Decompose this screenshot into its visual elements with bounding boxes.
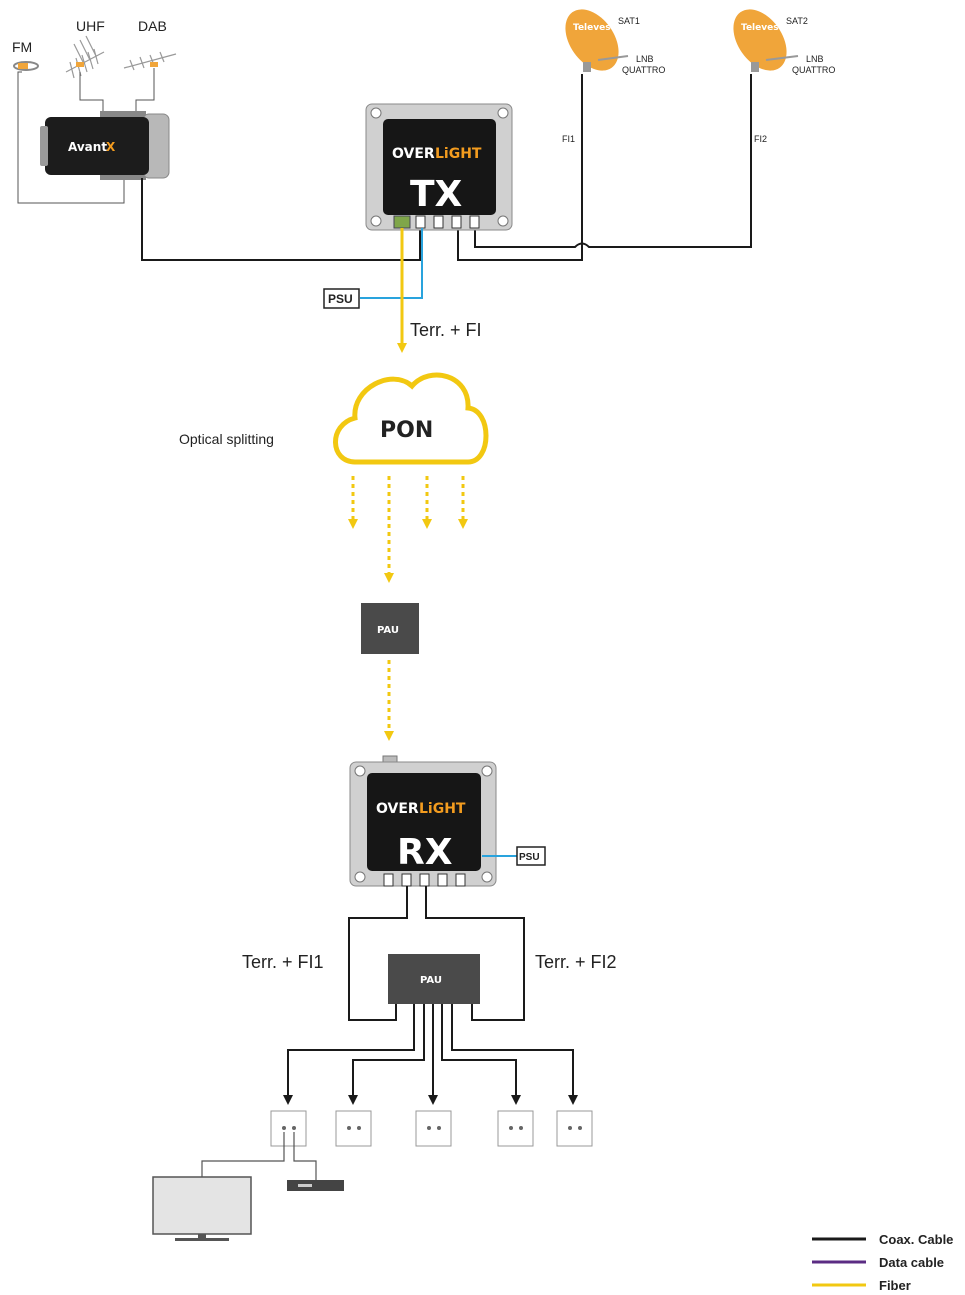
- sat-dish-2-icon: Televes: [733, 9, 799, 72]
- dab-antenna-icon: [123, 51, 177, 71]
- dish2-lnb-line1: LNB: [806, 54, 824, 64]
- rx-brand-over: OVER: [376, 801, 419, 817]
- tv-connection-cables: [201, 1132, 317, 1180]
- pau-top-label: PAU: [377, 625, 399, 636]
- antenna-cables: [17, 68, 155, 204]
- tx-psu-label: PSU: [328, 292, 353, 306]
- dab-label: DAB: [138, 18, 167, 34]
- rx-psu-box: [516, 846, 546, 866]
- legend-label-fiber: Fiber: [879, 1278, 911, 1293]
- rx-right-label: Terr. + FI2: [535, 952, 617, 972]
- optical-splitting-label: Optical splitting: [179, 431, 274, 447]
- set-top-box-icon: [287, 1180, 344, 1191]
- tv-outlet-2: [335, 1110, 372, 1147]
- rx-model: RX: [397, 832, 453, 873]
- dish1-lnb-line2: QUATTRO: [622, 65, 665, 75]
- tx-psu-box: [323, 288, 360, 309]
- tx-brand-over: OVER: [392, 146, 435, 162]
- rx-psu-label: PSU: [519, 852, 540, 863]
- dish2-name: SAT2: [786, 16, 808, 26]
- dish1-name: SAT1: [618, 16, 640, 26]
- outlet-feed-cables: [283, 1004, 578, 1105]
- legend-label-data: Data cable: [879, 1255, 944, 1270]
- tv-outlet-4: [497, 1110, 534, 1147]
- rx-brand-light: LiGHT: [419, 801, 466, 817]
- avant-brand: Avant: [68, 140, 107, 154]
- dish2-if-label: FI2: [754, 134, 767, 144]
- uhf-label: UHF: [76, 18, 105, 34]
- dish1-brand: Televes: [573, 23, 611, 33]
- dish2-brand: Televes: [741, 23, 779, 33]
- tv-outlet-1: [270, 1110, 307, 1147]
- legend-label-coax: Coax. Cable: [879, 1232, 953, 1247]
- television-icon: [152, 1176, 252, 1241]
- sat-dish-1-icon: Televes: [565, 9, 629, 72]
- overlight-tx-device: OVER LiGHT TX: [365, 103, 513, 231]
- dish2-lnb-line2: QUATTRO: [792, 65, 835, 75]
- rx-left-label: Terr. + FI1: [242, 952, 324, 972]
- uhf-antenna-icon: [65, 35, 105, 79]
- pon-label: PON: [380, 418, 433, 443]
- pau-bottom-label: PAU: [420, 975, 442, 986]
- legend: Coax. Cable Data cable Fiber: [812, 1232, 953, 1293]
- fm-antenna-icon: [13, 61, 39, 71]
- tv-outlet-5: [556, 1110, 593, 1147]
- tv-outlet-3: [415, 1110, 452, 1147]
- tx-model: TX: [410, 174, 463, 215]
- coax-cables-tx: [141, 74, 752, 261]
- overlight-rx-device: OVER LiGHT RX: [349, 755, 497, 887]
- pau-top-box: [361, 603, 419, 654]
- split-fiber-arrows: [348, 476, 468, 583]
- pon-cloud-icon: [333, 372, 489, 465]
- dish1-if-label: FI1: [562, 134, 575, 144]
- fm-label: FM: [12, 39, 32, 55]
- tx-brand-light: LiGHT: [435, 146, 482, 162]
- pau-bottom-box: [388, 954, 480, 1004]
- rx-coax-outputs: [348, 886, 525, 1021]
- tx-power-cable: [360, 228, 423, 299]
- avant-brand-mark: X: [106, 140, 116, 154]
- tx-output-label: Terr. + FI: [410, 320, 482, 340]
- avant-headend-device: Avant X: [40, 111, 170, 180]
- dish1-lnb-line1: LNB: [636, 54, 654, 64]
